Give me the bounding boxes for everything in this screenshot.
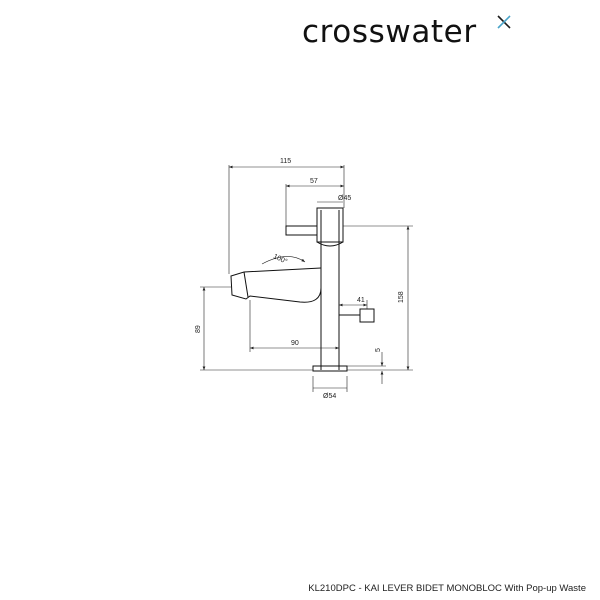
dim-lever-angle: 100° [272,252,289,265]
brand-name: crosswater [302,14,477,50]
dim-lever-offset: 57 [310,178,318,185]
dim-lever-diameter: Ø45 [338,195,351,202]
product-caption: KL210DPC - KAI LEVER BIDET MONOBLOC With… [308,583,586,594]
lever-cap-bottom [316,241,344,247]
popup-knob [359,308,375,323]
brand-x-mark-icon [497,15,511,29]
tap-outline [230,207,375,372]
dim-overall-width: 115 [280,158,291,165]
dim-base-thickness: 5 [375,348,382,352]
tap-base [312,365,348,372]
spout [230,267,322,303]
dim-base-diameter: Ø54 [323,393,336,400]
dim-spout-height: 89 [195,325,202,333]
dim-popup-offset: 41 [357,297,365,304]
spout-nozzle-line [243,271,249,298]
dimension-lines [200,165,413,392]
lever-handle [285,225,318,236]
lever-cap [316,207,344,243]
dim-spout-reach: 90 [291,340,299,347]
dim-total-height: 158 [398,291,405,303]
